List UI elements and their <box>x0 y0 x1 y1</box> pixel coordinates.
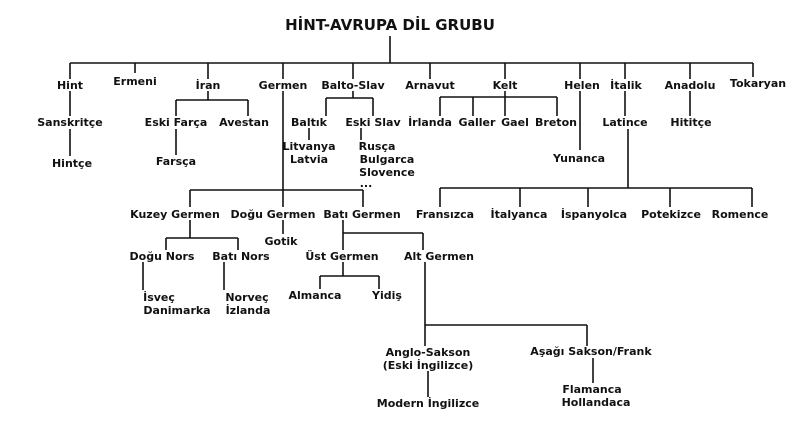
node-ellipsis: ... <box>359 177 373 190</box>
node-litvanya: Litvanya <box>282 140 336 153</box>
node-dogu-nors: Doğu Nors <box>129 250 195 263</box>
node-germen: Germen <box>258 79 308 92</box>
node-izlanda: İzlanda <box>225 304 271 317</box>
node-fransizca: Fransızca <box>415 208 475 221</box>
node-bati-nors: Batı Nors <box>212 250 270 263</box>
node-almanca: Almanca <box>288 289 342 302</box>
node-iran: İran <box>195 79 221 92</box>
node-slovence: Slovence <box>359 166 415 179</box>
node-hint: Hint <box>56 79 84 92</box>
node-asagi-sakson: Aşağı Sakson/Frank <box>530 345 652 358</box>
node-galler: Galler <box>458 116 496 129</box>
node-potekizce: Potekizce <box>641 208 701 221</box>
node-helen: Helen <box>564 79 600 92</box>
node-eski-slav: Eski Slav <box>345 116 401 129</box>
node-eski-farca: Eski Farça <box>144 116 208 129</box>
node-italik: İtalik <box>610 79 642 92</box>
node-kuzey-germen: Kuzey Germen <box>130 208 220 221</box>
node-bati-germen: Batı Germen <box>323 208 401 221</box>
node-latince: Latince <box>602 116 648 129</box>
node-gotik: Gotik <box>264 235 298 248</box>
node-irlanda: İrlanda <box>408 116 452 129</box>
node-ust-germen: Üst Germen <box>305 250 379 263</box>
node-yidis: Yidiş <box>372 289 402 302</box>
node-anadolu: Anadolu <box>664 79 716 92</box>
node-balto-slav: Balto-Slav <box>321 79 385 92</box>
node-yunanca: Yunanca <box>552 152 606 165</box>
node-bulgarca: Bulgarca <box>359 153 415 166</box>
node-isvec: İsveç <box>143 291 175 304</box>
node-hintce: Hintçe <box>51 157 93 170</box>
node-modern-ingilizce: Modern İngilizce <box>376 397 480 410</box>
node-breton: Breton <box>535 116 577 129</box>
node-romence: Romence <box>711 208 769 221</box>
node-sanskritce: Sanskritçe <box>37 116 103 129</box>
node-norvec: Norveç <box>225 291 269 304</box>
node-eski-ingilizce: (Eski İngilizce) <box>382 359 474 372</box>
node-anglo-sakson: Anglo-Sakson <box>385 346 471 359</box>
node-flamanca: Flamanca <box>562 383 622 396</box>
node-arnavut: Arnavut <box>405 79 455 92</box>
node-hititce: Hititçe <box>670 116 712 129</box>
node-avestan: Avestan <box>219 116 269 129</box>
node-rusca: Rusça <box>358 140 396 153</box>
node-gael: Gael <box>501 116 529 129</box>
node-alt-germen: Alt Germen <box>403 250 475 263</box>
node-ispanyolca: İspanyolca <box>560 208 628 221</box>
diagram-title: HİNT-AVRUPA DİL GRUBU <box>285 16 495 34</box>
node-tokaryan: Tokaryan <box>729 77 787 90</box>
node-dogu-germen: Doğu Germen <box>230 208 316 221</box>
node-farsca: Farsça <box>155 155 197 168</box>
node-hollandaca: Hollandaca <box>561 396 631 409</box>
node-italyanca: İtalyanca <box>490 208 548 221</box>
node-kelt: Kelt <box>492 79 518 92</box>
node-danimarka: Danimarka <box>143 304 211 317</box>
node-latvia: Latvia <box>289 153 329 166</box>
node-ermeni: Ermeni <box>113 75 157 88</box>
node-baltik: Baltık <box>291 116 327 129</box>
